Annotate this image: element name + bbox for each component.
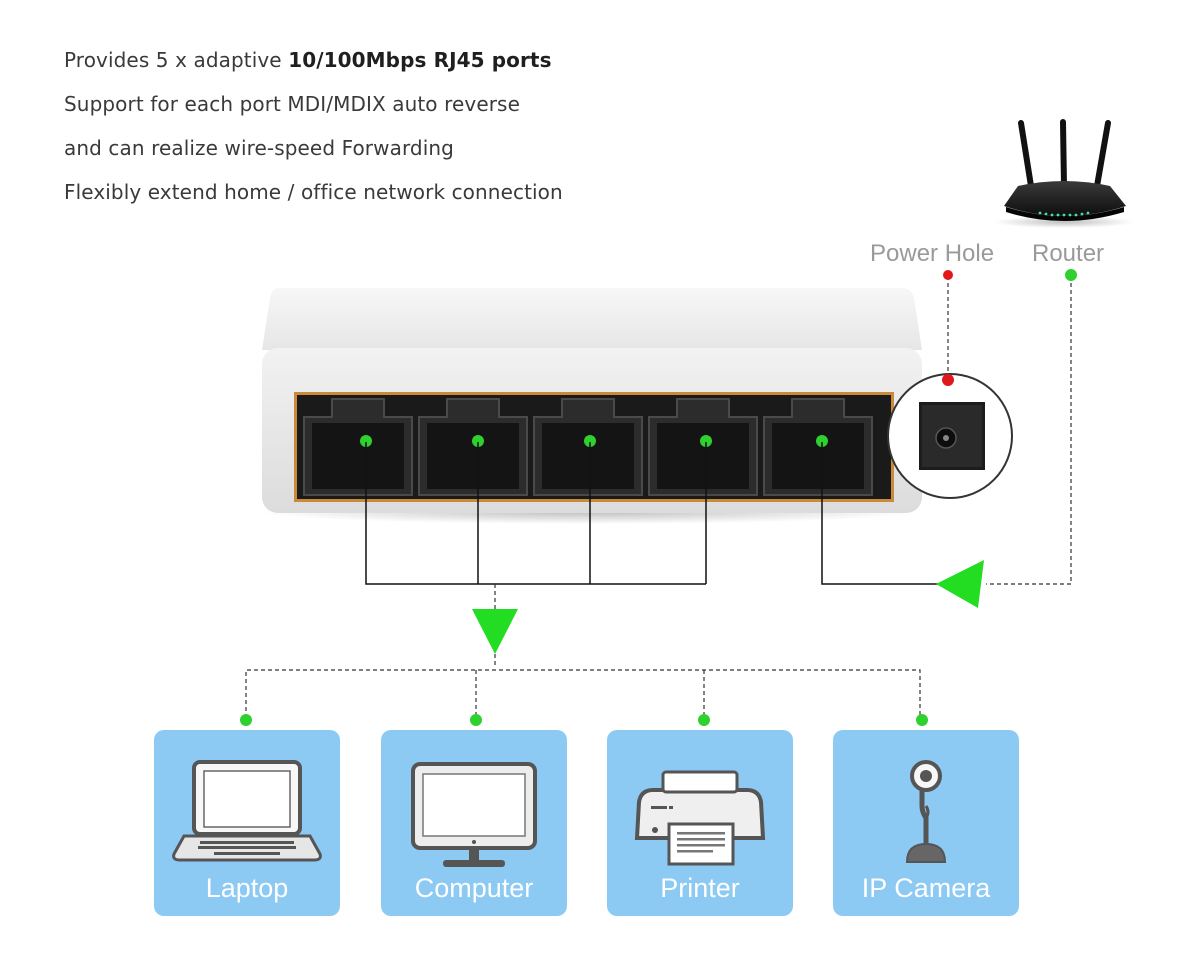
network-switch [258, 288, 922, 524]
feature-line: Support for each port MDI/MDIX auto reve… [64, 92, 520, 116]
rj45-port [763, 398, 873, 496]
power-hole [887, 373, 1013, 499]
device-dot [698, 714, 710, 726]
arrow-down-icon [472, 609, 518, 654]
port-led [700, 435, 712, 447]
power-dot [943, 270, 953, 280]
port-led [360, 435, 372, 447]
router-label: Router [1032, 240, 1105, 267]
router-dot [1065, 269, 1077, 281]
feature-text-bold: 10/100Mbps RJ45 ports [288, 48, 552, 72]
port-led [584, 435, 596, 447]
device-label: Printer [660, 873, 740, 903]
device-dot [240, 714, 252, 726]
rj45-port [418, 398, 528, 496]
feature-text-regular: Provides 5 x adaptive [64, 48, 289, 72]
port-links [365, 442, 946, 585]
feature-line: Provides 5 x adaptive 10/100Mbps RJ45 po… [64, 38, 563, 82]
port-led [816, 435, 828, 447]
power-hole-label: Power Hole [870, 240, 995, 267]
device-dot [470, 714, 482, 726]
device-dot [916, 714, 928, 726]
device-label: IP Camera [861, 873, 991, 903]
rj45-port [648, 398, 758, 496]
arrow-left-icon [936, 560, 984, 608]
port-led [472, 435, 484, 447]
printer-icon [634, 770, 766, 866]
dashed-links [245, 276, 1072, 718]
feature-list: Provides 5 x adaptive 10/100Mbps RJ45 po… [64, 38, 563, 214]
device-label: Laptop [205, 873, 289, 903]
monitor-icon [411, 762, 537, 867]
device-card-printer: Printer [607, 730, 793, 916]
device-card-computer: Computer [381, 730, 567, 916]
laptop-icon [172, 760, 322, 862]
rj45-port [533, 398, 643, 496]
device-card-laptop: Laptop [154, 730, 340, 916]
webcam-icon [905, 760, 947, 863]
feature-line: and can realize wire-speed Forwarding [64, 136, 454, 160]
rj45-port [303, 398, 413, 496]
power-dot [942, 374, 954, 386]
feature-line: Flexibly extend home / office network co… [64, 180, 563, 204]
router-icon [994, 119, 1134, 228]
device-card-ip-camera: IP Camera [833, 730, 1019, 916]
device-label: Computer [414, 873, 534, 903]
